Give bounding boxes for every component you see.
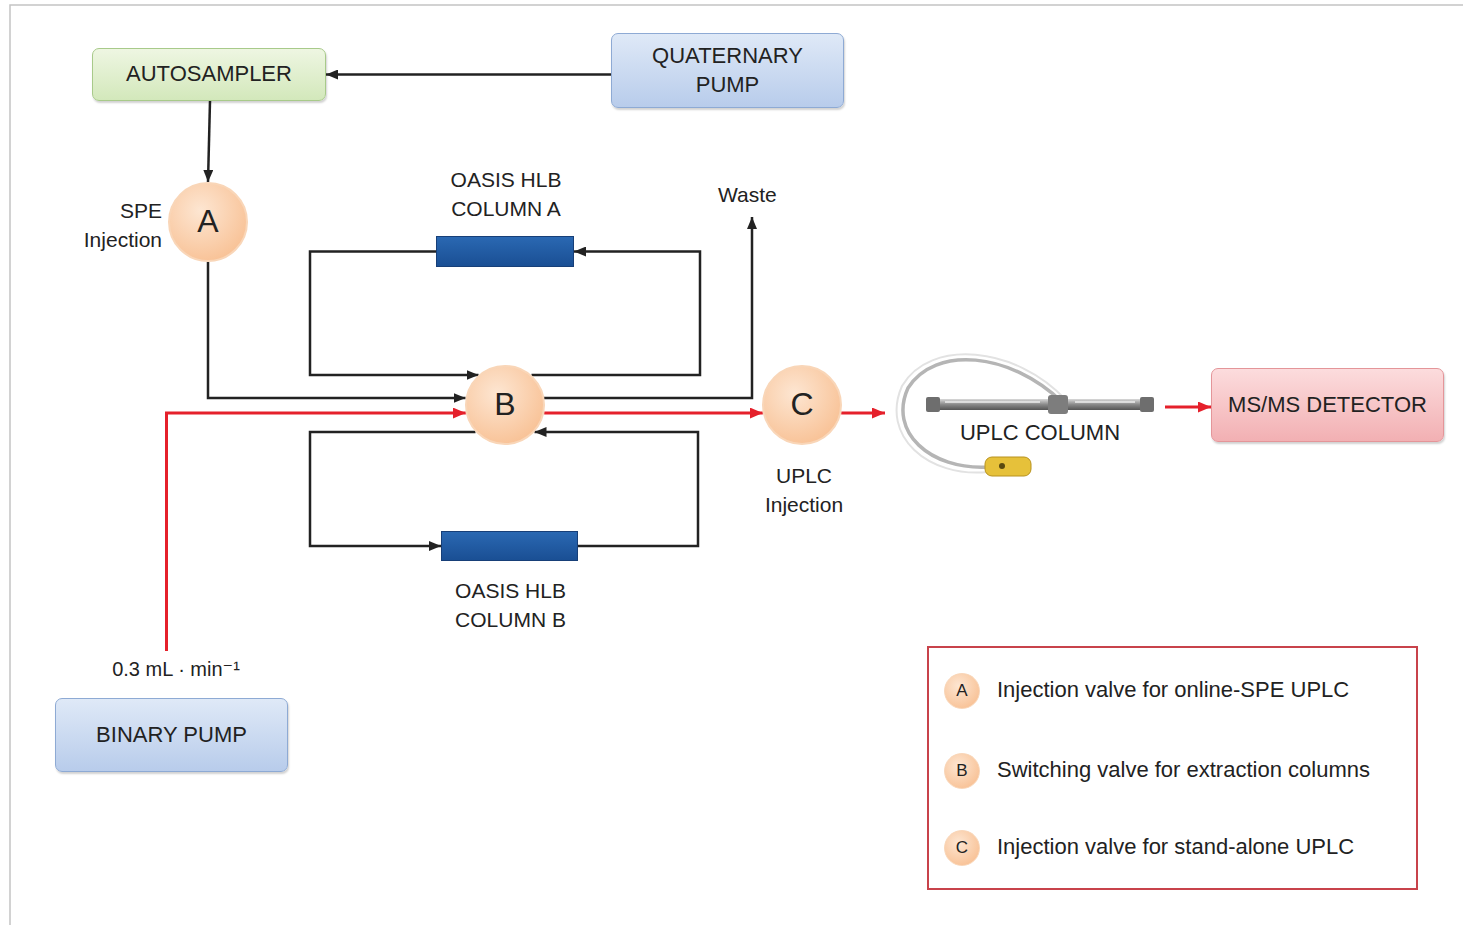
detector-box: MS/MS DETECTOR	[1211, 368, 1444, 442]
callout-letter: B	[956, 761, 967, 781]
node-caption: SPE Injection	[64, 196, 162, 255]
pump-box: QUATERNARY PUMP	[611, 33, 844, 108]
flow-line	[310, 252, 479, 376]
flow-line	[326, 73, 611, 76]
node-label: QUATERNARY PUMP	[635, 42, 820, 99]
flow-line	[310, 432, 476, 546]
uplc-column-illustration	[897, 354, 1154, 476]
node-label: BINARY PUMP	[96, 721, 247, 750]
legend-symbol: C	[944, 830, 980, 866]
node-label: AUTOSAMPLER	[126, 60, 292, 89]
valve-circle: CUPLC Injection	[762, 365, 842, 445]
mobile-phase-line	[167, 413, 466, 651]
legend-symbol: B	[944, 753, 980, 789]
mobile-phase-line	[544, 412, 763, 415]
flow-line	[535, 432, 699, 546]
legend-text: Switching valve for extraction columns	[997, 757, 1412, 783]
legend-text: Injection valve for stand-alone UPLC	[997, 834, 1412, 860]
valve-circle: B	[465, 365, 545, 445]
node-caption: UPLC COLUMN	[950, 418, 1130, 449]
mobile-phase-line	[841, 412, 885, 415]
flow-line	[532, 252, 701, 376]
autosampler-box: AUTOSAMPLER	[92, 48, 326, 101]
flow-line	[208, 101, 210, 182]
node-caption: 0.3 mL · min⁻¹	[86, 655, 266, 683]
waste-label: Waste	[718, 180, 777, 209]
legend-text: Injection valve for online-SPE UPLC	[997, 677, 1412, 703]
node-caption: OASIS HLB COLUMN A	[417, 165, 595, 224]
extraction-column: OASIS HLB COLUMN A	[436, 236, 574, 267]
flow-line	[208, 262, 466, 398]
extraction-column: OASIS HLB COLUMN B	[441, 531, 578, 561]
node-label: MS/MS DETECTOR	[1228, 391, 1427, 420]
node-label: B	[494, 384, 515, 426]
pump-box: 0.3 mL · min⁻¹BINARY PUMP	[55, 698, 288, 772]
legend-symbol: A	[944, 673, 980, 709]
page-frame	[10, 5, 1463, 925]
node-caption: OASIS HLB COLUMN B	[422, 576, 599, 635]
waste-line	[544, 217, 752, 398]
callout-letter: C	[956, 838, 968, 858]
node-label: C	[790, 384, 813, 426]
node-label: A	[197, 201, 218, 243]
node-caption: UPLC Injection	[752, 461, 856, 520]
callout-letter: A	[956, 681, 967, 701]
mobile-phase-line	[1165, 406, 1211, 409]
valve-circle: ASPE Injection	[168, 182, 248, 262]
uplc-column: UPLC COLUMN	[885, 350, 1165, 480]
legend-box: A Injection valve for online-SPE UPLC B Swi…	[927, 646, 1418, 890]
